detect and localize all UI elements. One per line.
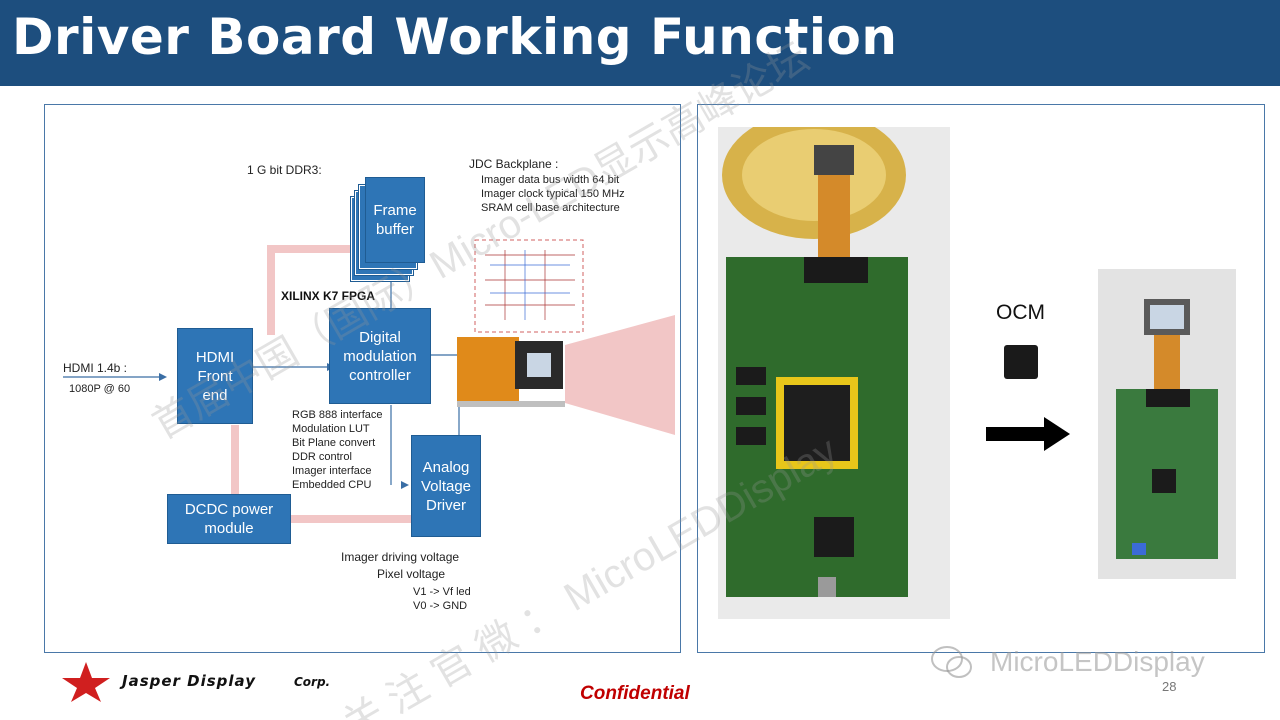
jdc-schematic-traces <box>485 250 575 320</box>
frame-buffer-block: Frame buffer <box>365 177 425 263</box>
wechat-icon <box>931 646 972 678</box>
confidential-label: Confidential <box>580 683 690 704</box>
ddr-label: 1 G bit DDR3: <box>247 163 322 177</box>
jdc-spec-item: SRAM cell base architecture <box>481 202 620 214</box>
imager-base <box>457 401 565 407</box>
wechat-handle: MicroLEDDisplay <box>990 646 1205 677</box>
analog-voltage-driver-block: Analog Voltage Driver <box>411 435 481 537</box>
page-number: 28 <box>1162 679 1177 694</box>
usb-connector <box>1132 543 1146 555</box>
voltage-item: V1 -> Vf led <box>413 586 471 598</box>
hdmi-input-title: HDMI 1.4b : <box>63 361 128 375</box>
digital-controller-block: Digital modulation controller <box>329 308 431 404</box>
hdmi-input-spec: 1080P @ 60 <box>69 383 131 395</box>
arrowhead-hdmi-in <box>159 373 167 381</box>
driver-board-photo <box>718 127 950 619</box>
title-bar: Driver Board Working Function <box>0 0 1280 86</box>
voltage-levels: V1 -> Vf led V0 -> GND <box>413 585 471 613</box>
imager-window <box>527 353 551 377</box>
controller-features: RGB 888 interface Modulation LUT Bit Pla… <box>292 408 383 492</box>
jdc-schematic-signals <box>490 250 570 320</box>
connector-strip <box>1146 389 1190 407</box>
hdmi-front-end-block: HDMI Front end <box>177 328 253 424</box>
imager-window <box>1150 305 1184 329</box>
jdc-title: JDC Backplane : <box>469 157 559 171</box>
fpga-heatsink <box>784 385 850 461</box>
imager-voltage-title: Imager driving voltage <box>341 550 460 564</box>
company-suffix: Corp. <box>294 675 331 689</box>
right-arrow-icon <box>986 417 1070 451</box>
ocm-chip <box>1004 345 1038 379</box>
fpga-label: XILINX K7 FPGA <box>281 289 376 303</box>
imager-flex-cable <box>457 337 519 405</box>
flex-cable <box>1154 335 1180 391</box>
processor-chip <box>1152 469 1176 493</box>
dcdc-power-module-block: DCDC power module <box>167 494 291 544</box>
pixel-voltage-title: Pixel voltage <box>377 567 446 581</box>
flex-cable <box>818 175 850 259</box>
block-diagram-panel: Frame buffer 1 G bit DDR3: XILINX K7 FPG… <box>44 104 681 653</box>
diagram-connectors <box>63 239 675 523</box>
jdc-specs: Imager data bus width 64 bit Imager cloc… <box>481 173 625 215</box>
feature-item: Bit Plane convert <box>292 437 376 449</box>
voltage-item: V0 -> GND <box>413 600 468 612</box>
usb-connector <box>818 577 836 597</box>
jdc-spec-item: Imager clock typical 150 MHz <box>481 188 625 200</box>
ocm-board-photo <box>1098 269 1236 579</box>
page-title: Driver Board Working Function <box>12 8 898 66</box>
feature-item: DDR control <box>292 451 352 463</box>
jdc-spec-item: Imager data bus width 64 bit <box>481 174 620 186</box>
memory-chip <box>736 397 766 415</box>
feature-item: RGB 888 interface <box>292 409 383 421</box>
arrowhead-to-analog <box>401 481 409 489</box>
connector-strip <box>804 257 868 283</box>
feature-item: Embedded CPU <box>292 479 372 491</box>
memory-chip <box>736 367 766 385</box>
connector-top-bus <box>267 245 351 253</box>
jdc-schematic-box <box>474 239 584 333</box>
processor-chip <box>814 517 854 557</box>
memory-chip <box>736 427 766 445</box>
imager-module <box>814 145 854 175</box>
feature-item: Modulation LUT <box>292 423 370 435</box>
light-beam <box>565 315 675 435</box>
hardware-photo-panel: OCM <box>697 104 1265 653</box>
company-name: Jasper Display <box>122 672 256 690</box>
ocm-label: OCM <box>996 301 1045 324</box>
jasper-logo-icon <box>62 662 110 702</box>
connector-dcdc-up <box>231 425 239 495</box>
connector-hdmi-up <box>267 245 275 335</box>
connector-dcdc-right <box>291 515 411 523</box>
feature-item: Imager interface <box>292 465 372 477</box>
